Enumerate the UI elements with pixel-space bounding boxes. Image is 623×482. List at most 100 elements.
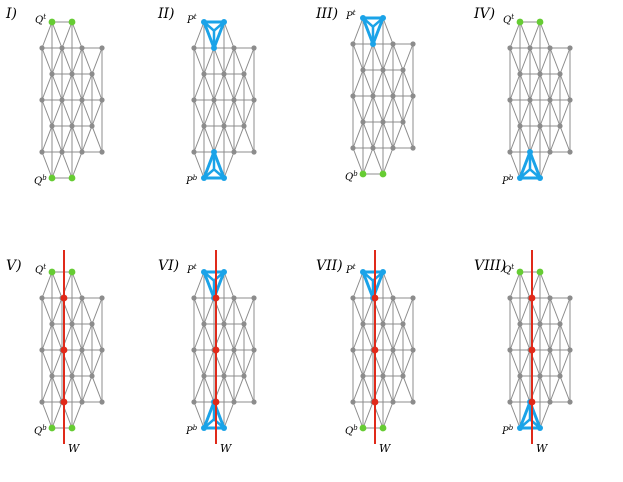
lattice-edge — [243, 73, 255, 101]
lattice-edge — [372, 95, 384, 123]
lattice-vertex — [241, 321, 247, 327]
lattice-edge — [91, 125, 103, 153]
lattice-edge — [352, 17, 364, 45]
lattice-vertex — [410, 41, 416, 47]
lattice-edge — [509, 151, 521, 179]
lattice-vertex — [350, 295, 356, 301]
boundary-vertex — [68, 268, 76, 276]
lattice-edge — [509, 297, 521, 325]
lattice-edge — [539, 349, 551, 377]
lattice-edge — [81, 323, 93, 351]
lattice-edge — [549, 375, 561, 403]
lattice-vertex — [350, 41, 356, 47]
bottom-vertex-label: Pb — [501, 424, 514, 437]
triangle-vertex — [380, 15, 386, 21]
lattice-edge — [392, 69, 404, 97]
lattice-edge — [382, 121, 394, 149]
boundary-vertex — [48, 268, 56, 276]
lattice-edge — [71, 151, 83, 179]
lattice-vertex — [380, 119, 386, 125]
lattice-vertex — [507, 45, 513, 51]
lattice-edge — [362, 401, 374, 429]
bottom-triangle — [518, 400, 542, 430]
lattice-vertex — [39, 347, 45, 353]
lattice-edge — [41, 349, 53, 377]
lattice-vertex — [69, 321, 75, 327]
lattice-vertex — [201, 71, 207, 77]
lattice-vertex — [231, 399, 237, 405]
lattice-edge — [243, 323, 255, 351]
lattice-edge — [392, 95, 404, 123]
lattice-vertex — [79, 295, 85, 301]
lattice-vertex — [410, 399, 416, 405]
lattice-vertex — [79, 347, 85, 353]
lattice-edge — [243, 375, 255, 403]
lattice-edge — [91, 47, 103, 75]
panel-label: VI) — [158, 258, 179, 274]
lattice-vertex — [410, 295, 416, 301]
lattice-edge — [559, 349, 571, 377]
lattice-edge — [352, 69, 364, 97]
triangle-vertex — [201, 19, 207, 25]
lattice-edge — [352, 297, 364, 325]
wall-vertex — [212, 398, 220, 406]
lattice-edge — [223, 375, 235, 403]
lattice-vertex — [39, 149, 45, 155]
lattice-vertex — [567, 399, 573, 405]
lattice-edge — [51, 297, 63, 325]
lattice-edge — [81, 125, 93, 153]
lattice-edge — [559, 99, 571, 127]
lattice-vertex — [360, 373, 366, 379]
lattice-edge — [71, 125, 83, 153]
top-vertex-label: Pt — [186, 263, 197, 276]
triangle-vertex — [211, 45, 217, 51]
lattice-edge — [539, 125, 551, 153]
lattice-edge — [559, 375, 571, 403]
lattice-edge — [362, 43, 374, 71]
lattice-edge — [213, 73, 225, 101]
lattice-edge — [213, 99, 225, 127]
lattice-edge — [71, 349, 83, 377]
lattice-edge — [71, 271, 83, 299]
lattice-edge — [41, 21, 53, 49]
lattice-edge — [382, 69, 394, 97]
lattice-edge — [509, 375, 521, 403]
lattice-edge — [539, 47, 551, 75]
lattice-edge — [352, 271, 364, 299]
boundary-vertex — [516, 268, 524, 276]
lattice-edge — [539, 401, 551, 429]
lattice-vertex — [350, 145, 356, 151]
lattice-vertex — [59, 45, 65, 51]
lattice-edge — [529, 125, 541, 153]
lattice-edge — [352, 95, 364, 123]
lattice-vertex — [49, 71, 55, 77]
lattice-edge — [519, 99, 531, 127]
lattice-edge — [549, 125, 561, 153]
lattice-edge — [352, 323, 364, 351]
lattice-vertex — [547, 97, 553, 103]
triangle-vertex — [527, 149, 533, 155]
lattice-edge — [362, 375, 374, 403]
lattice-edge — [549, 349, 561, 377]
lattice-vertex — [410, 347, 416, 353]
lattice-edge — [539, 151, 551, 179]
lattice-vertex — [221, 321, 227, 327]
lattice-vertex — [89, 321, 95, 327]
lattice-edge — [519, 73, 531, 101]
lattice-edge — [402, 375, 414, 403]
lattice-vertex — [191, 399, 197, 405]
lattice-vertex — [360, 321, 366, 327]
lattice-edge — [233, 297, 245, 325]
lattice-edge — [539, 99, 551, 127]
panel-label: VII) — [316, 258, 343, 274]
lattice-edge — [549, 99, 561, 127]
triangle-vertex — [201, 175, 207, 181]
lattice-edge — [509, 401, 521, 429]
lattice-vertex — [517, 373, 523, 379]
lattice-edge — [352, 147, 364, 175]
lattice-vertex — [390, 93, 396, 99]
lattice-vertex — [99, 295, 105, 301]
bottom-vertex-label: Qb — [34, 424, 47, 437]
